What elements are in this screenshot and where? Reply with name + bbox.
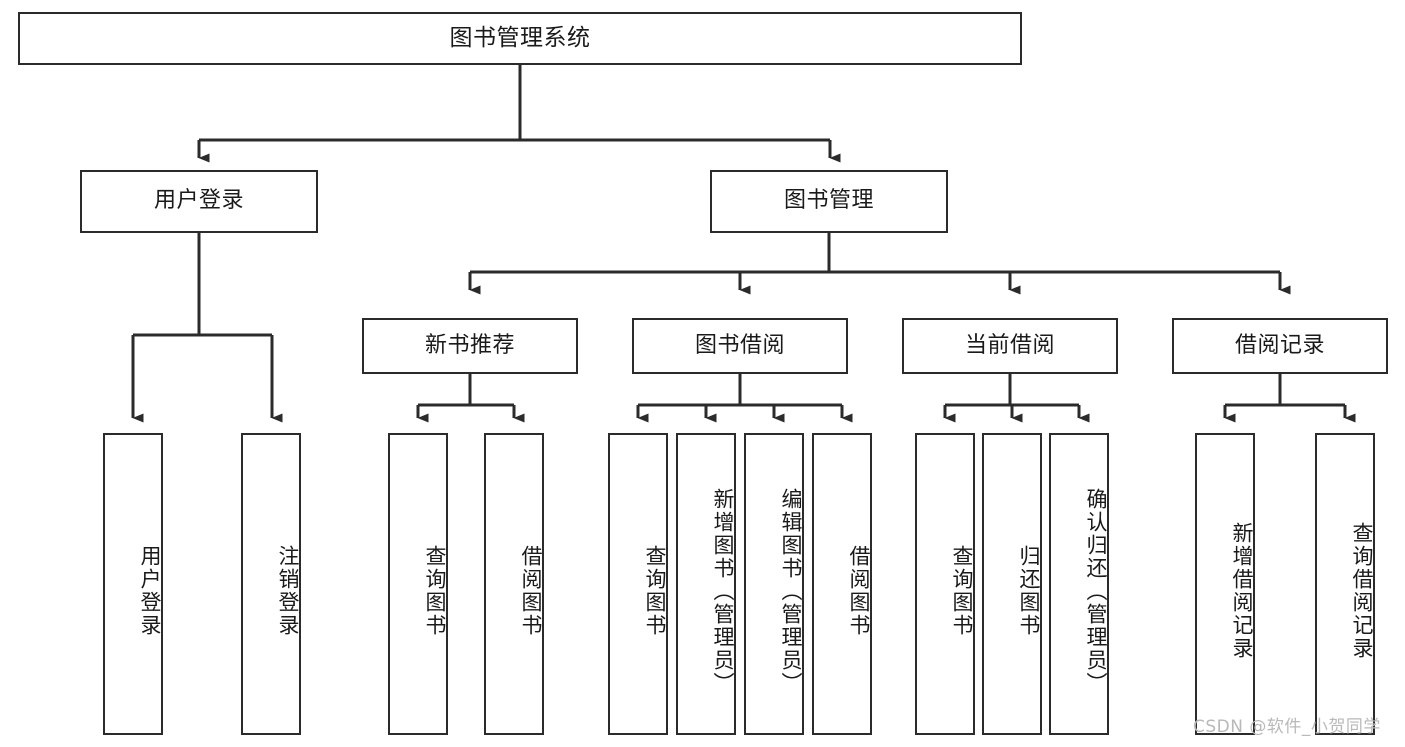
node-label: 查询图书 [423,545,447,637]
node-leaf-add-record[interactable]: 新增借阅记录 [1195,433,1255,735]
node-leaf-add-book[interactable]: 新增图书（管理员） [676,433,736,735]
node-user-login[interactable]: 用户登录 [80,170,318,233]
node-leaf-user-logout[interactable]: 注销登录 [241,433,301,735]
node-leaf-return-book[interactable]: 归还图书 [982,433,1042,735]
node-label: 用户登录 [138,545,162,637]
node-label: 查询图书 [950,545,974,637]
node-leaf-borrow-book-2[interactable]: 借阅图书 [812,433,872,735]
node-label: 查询图书 [643,545,667,637]
node-leaf-query-record[interactable]: 查询借阅记录 [1315,433,1375,735]
node-borrow-record[interactable]: 借阅记录 [1172,318,1388,374]
node-label: 注销登录 [276,545,300,637]
node-book-borrow[interactable]: 图书借阅 [632,318,848,374]
node-label: 查询借阅记录 [1350,522,1374,660]
node-leaf-user-login[interactable]: 用户登录 [103,433,163,735]
node-leaf-confirm-return[interactable]: 确认归还（管理员） [1049,433,1109,735]
node-current-borrow[interactable]: 当前借阅 [902,318,1118,374]
node-root-system[interactable]: 图书管理系统 [18,12,1022,65]
node-label: 确认归还（管理员） [1084,487,1108,695]
node-label: 图书管理系统 [449,24,591,51]
node-label: 图书管理 [783,188,874,214]
node-label: 新书推荐 [424,332,515,358]
node-label: 新增借阅记录 [1230,522,1254,660]
node-label: 当前借阅 [964,332,1055,358]
node-new-book-recommend[interactable]: 新书推荐 [362,318,578,374]
node-leaf-query-book-3[interactable]: 查询图书 [915,433,975,735]
node-label: 编辑图书（管理员） [779,487,803,695]
node-label: 借阅图书 [847,545,871,637]
node-leaf-query-book-2[interactable]: 查询图书 [608,433,668,735]
node-label: 新增图书（管理员） [711,487,735,695]
csdn-watermark: CSDN @软件_小贺同学 [1193,717,1381,737]
node-label: 归还图书 [1017,545,1041,637]
node-leaf-edit-book[interactable]: 编辑图书（管理员） [744,433,804,735]
node-leaf-query-book-1[interactable]: 查询图书 [388,433,448,735]
node-label: 图书借阅 [694,332,785,358]
node-leaf-borrow-book-1[interactable]: 借阅图书 [484,433,544,735]
node-label: 用户登录 [153,188,244,214]
node-label: 借阅记录 [1234,332,1325,358]
node-label: 借阅图书 [519,545,543,637]
node-book-management[interactable]: 图书管理 [710,170,948,233]
